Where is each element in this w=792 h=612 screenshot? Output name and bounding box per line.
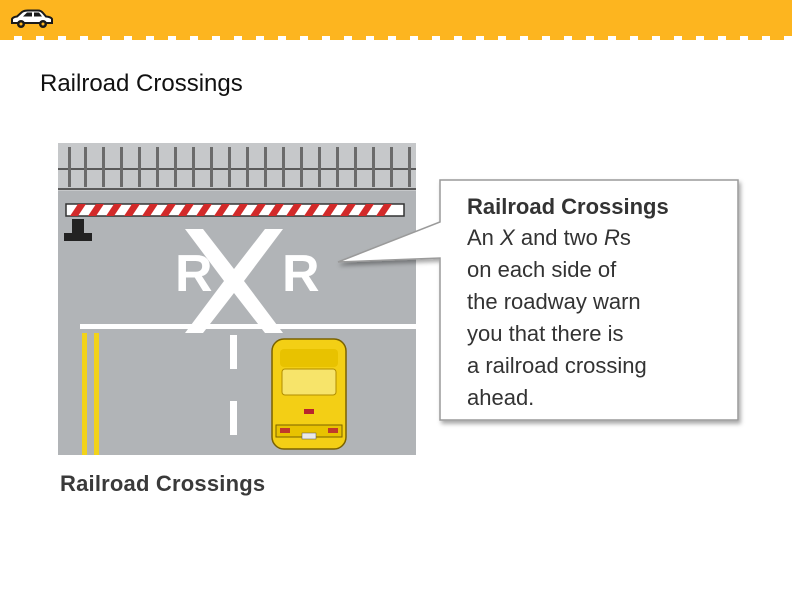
double-yellow-line [82, 333, 87, 455]
callout-heading: Railroad Crossings [467, 194, 669, 219]
car-icon [11, 9, 53, 28]
pavement-letter-right: R [282, 245, 320, 303]
crossing-gate [64, 203, 405, 241]
slide-title: Railroad Crossings [40, 70, 243, 97]
header-bar [0, 0, 792, 36]
callout-bubble [337, 179, 739, 421]
callout-line-2: on each side of [467, 257, 617, 282]
header-dashed-border [0, 36, 792, 40]
callout-line-3: the roadway warn [467, 289, 641, 314]
stop-line [80, 324, 416, 329]
pavement-letter-left: R [175, 245, 213, 303]
car-illustration [271, 338, 347, 450]
pavement-rxr-marking: R R [175, 229, 320, 333]
callout-line-5: a railroad crossing [467, 353, 647, 378]
lane-dash [230, 335, 237, 369]
callout-line-4: you that there is [467, 321, 624, 346]
callout-text: Railroad Crossings An X and two Rs on ea… [467, 192, 732, 414]
callout-line-6: ahead. [467, 385, 535, 410]
railroad-crossing-illustration: R R [58, 143, 416, 455]
railroad-ties [68, 147, 411, 187]
illustration-caption: Railroad Crossings [60, 471, 266, 496]
callout-line-1: An X and two Rs [467, 225, 631, 250]
